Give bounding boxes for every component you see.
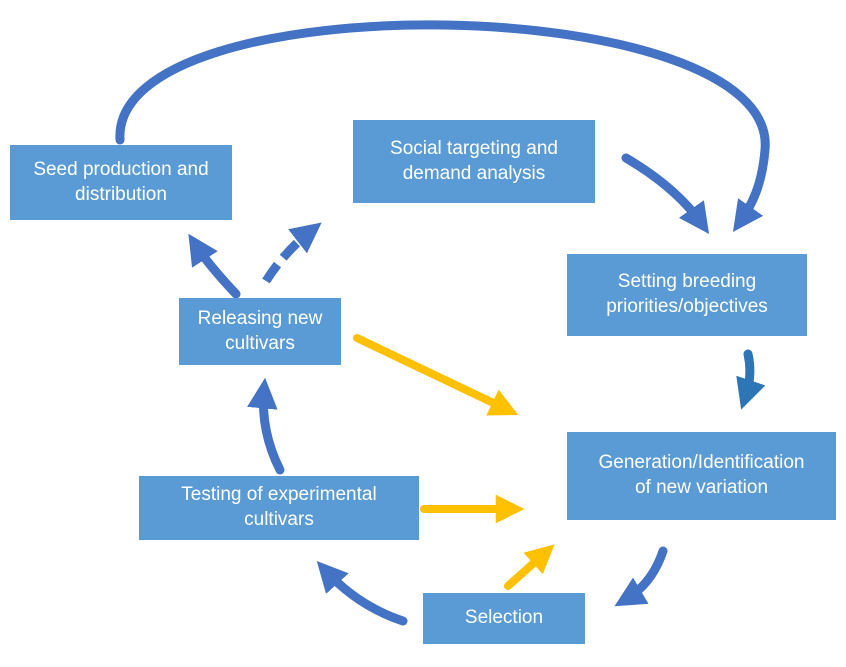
arrow-releasing-to-generation — [353, 334, 519, 416]
testing-cultivars-label: Testing of experimental cultivars — [181, 484, 377, 530]
arrow-releasing-to-seed — [188, 233, 241, 299]
arrow-generation-to-selection — [614, 546, 668, 607]
releasing-cultivars-box: Releasing new cultivars — [179, 298, 341, 365]
releasing-cultivars-label: Releasing new cultivars — [197, 307, 323, 354]
social-targeting-label: Social targeting and demand analysis — [390, 137, 558, 184]
selection-box: Selection — [423, 593, 585, 644]
arrow-seed-to-setting — [115, 20, 770, 233]
breeding-priorities-box: Setting breeding priorities/objectives — [567, 254, 807, 336]
arrow-selection-to-testing — [316, 560, 408, 626]
breeding-priorities-label: Setting breeding priorities/objectives — [606, 271, 768, 317]
seed-production-box: Seed production and distribution — [10, 145, 232, 220]
social-targeting-box: Social targeting and demand analysis — [353, 120, 595, 203]
generation-variation-box: Generation/Identification of new variati… — [567, 432, 836, 520]
arrow-setting-to-generation — [736, 349, 766, 410]
arrow-selection-to-generation — [504, 544, 555, 590]
testing-cultivars-box: Testing of experimental cultivars — [139, 476, 419, 540]
generation-variation-label: Generation/Identification of new variati… — [598, 452, 805, 498]
arrow-testing-to-releasing — [247, 377, 285, 475]
arrow-releasing-to-social-dashed — [262, 222, 322, 284]
arrow-social-to-setting — [621, 153, 710, 234]
selection-label: Selection — [464, 607, 544, 629]
seed-production-label: Seed production and distribution — [33, 158, 209, 205]
